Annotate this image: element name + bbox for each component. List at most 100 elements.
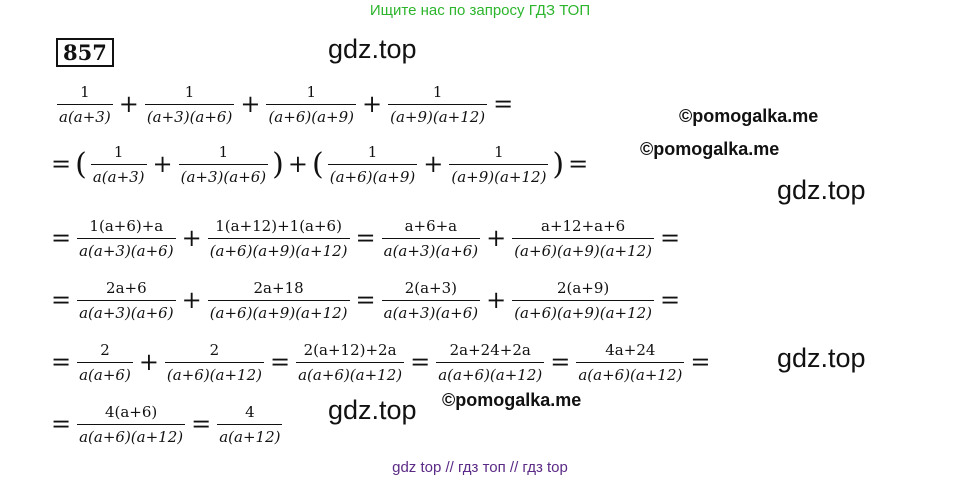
left-paren: ( [312,146,324,182]
right-paren: ) [272,146,284,182]
denominator: a(a+12) [217,423,283,446]
plus-sign: + [361,90,383,118]
denominator: a(a+6)(a+12) [436,361,545,384]
equation-row-6: = 4(a+6) a(a+6)(a+12) = 4 a(a+12) [48,396,285,452]
fraction: 1 (a+6)(a+9) [327,142,418,186]
numerator: 4a+24 [605,340,656,359]
equals-sign: = [51,286,72,314]
denominator: (a+6)(a+9)(a+12) [512,299,655,322]
denominator: (a+6)(a+9)(a+12) [207,299,350,322]
numerator: 2(a+9) [556,278,610,297]
plus-sign: + [486,286,507,314]
equals-sign: = [51,410,72,438]
equals-sign: = [493,90,514,118]
fraction: a+6+a a(a+3)(a+6) [381,216,481,260]
equation-row-5: = 2 a(a+6) + 2(a+6)(a+12) = 2(a+12)+2a a(a… [48,334,713,390]
numerator: a+12+a+6 [541,216,626,235]
fraction: 1 (a+9)(a+12) [388,82,488,126]
numerator: 1(a+12)+1(a+6) [215,216,342,235]
watermark-pomogalka: ©pomogalka.me [679,106,819,126]
equals-sign: = [269,348,291,376]
watermark-gdz-top: gdz.top [777,175,866,205]
fraction: 2(a+12)+2a a(a+6)(a+12) [296,340,405,384]
numerator: 2(a+3) [404,278,458,297]
fraction: 2(a+3) a(a+3)(a+6) [381,278,481,322]
fraction: 1 (a+9)(a+12) [449,142,549,186]
plus-sign: + [138,348,159,376]
denominator: (a+9)(a+12) [388,103,488,126]
numerator: 4 [245,402,255,421]
fraction: 2a+18 (a+6)(a+9)(a+12) [207,278,350,322]
denominator: a(a+3)(a+6) [381,299,481,322]
fraction: 4 a(a+12) [217,402,283,446]
plus-sign: + [423,150,444,178]
denominator: a(a+6)(a+12) [576,361,685,384]
left-paren: ( [75,146,87,182]
numerator: 2 [209,340,220,359]
numerator: 1(a+6)+a [89,216,164,235]
fraction: 2(a+9) (a+6)(a+9)(a+12) [512,278,655,322]
numerator: 4(a+6) [104,402,158,421]
numerator: 1 [306,82,316,101]
equals-sign: = [191,410,212,438]
denominator: a(a+6)(a+12) [296,361,405,384]
equals-sign: = [660,224,681,252]
equals-sign: = [410,348,431,376]
watermark-gdz-top: gdz.top [328,34,417,64]
fraction: 2(a+6)(a+12) [164,340,264,384]
plus-sign: + [118,90,139,118]
numerator: 2 [100,340,110,359]
denominator: a(a+3) [90,163,147,186]
watermark-pomogalka: ©pomogalka.me [640,139,780,159]
watermark-gdz-top: gdz.top [777,343,866,373]
equals-sign: = [355,224,376,252]
numerator: 2a+6 [106,278,147,297]
numerator: a+6+a [404,216,458,235]
plus-sign: + [240,90,261,118]
numerator: 1 [113,142,124,161]
numerator: 2a+24+2a [449,340,531,359]
watermark-pomogalka: ©pomogalka.me [442,390,582,410]
equals-sign: = [660,286,681,314]
numerator: 1 [494,142,504,161]
numerator: 1 [184,82,195,101]
denominator: a(a+6) [77,361,133,384]
numerator: 2a+18 [253,278,304,297]
fraction: 1(a+12)+1(a+6) (a+6)(a+9)(a+12) [207,216,350,260]
denominator: (a+9)(a+12) [449,163,549,186]
denominator: a(a+6)(a+12) [77,423,186,446]
equals-sign: = [550,348,571,376]
equals-sign: = [51,224,72,252]
fraction: 1 (a+6)(a+9) [266,83,356,126]
footer-links: gdz top // гдз топ // гдз top [392,459,568,476]
fraction: 1 a(a+3) [90,142,147,186]
header-banner: Ищите нас по запросу ГДЗ ТОП [369,2,591,19]
fraction: 2 a(a+6) [77,341,133,384]
equals-sign: = [568,150,589,178]
denominator: (a+6)(a+9)(a+12) [512,237,655,260]
denominator: (a+6)(a+9) [327,163,418,186]
denominator: (a+6)(a+9) [266,103,356,126]
fraction: a+12+a+6 (a+6)(a+9)(a+12) [512,216,655,260]
numerator: 1 [218,142,229,161]
plus-sign: + [152,150,173,178]
problem-number: 857 [56,38,114,67]
numerator: 2(a+12)+2a [303,340,397,359]
fraction: 4(a+6) a(a+6)(a+12) [77,402,186,446]
right-paren: ) [552,146,565,182]
plus-sign: + [287,150,308,178]
equation-row-3: = 1(a+6)+a a(a+3)(a+6) + 1(a+12)+1(a+6) (a… [48,210,683,266]
fraction: 4a+24 a(a+6)(a+12) [576,340,685,384]
denominator: (a+6)(a+9)(a+12) [207,237,350,260]
fraction: 2a+24+2a a(a+6)(a+12) [436,340,545,384]
denominator: a(a+3)(a+6) [381,237,481,260]
plus-sign: + [486,224,507,252]
numerator: 1 [367,142,378,161]
plus-sign: + [181,286,202,314]
numerator: 1 [432,82,443,101]
numerator: 1 [80,82,90,101]
denominator: a(a+3)(a+6) [77,237,176,260]
